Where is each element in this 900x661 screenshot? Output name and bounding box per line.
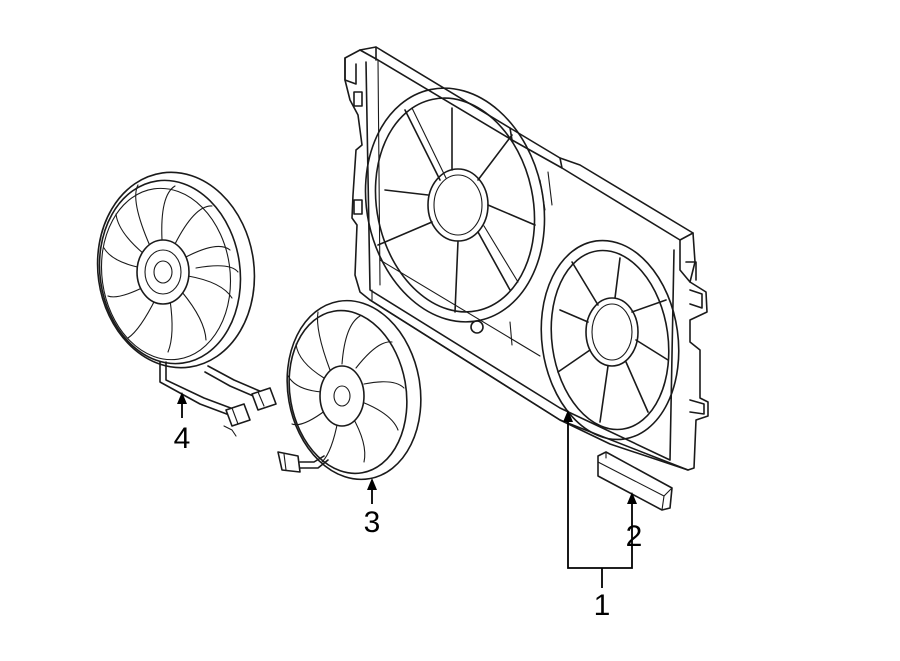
callout-2: 2 [626, 520, 643, 553]
fan-assembly-large [96, 171, 277, 437]
callout-4: 4 [174, 422, 191, 455]
callout-1: 1 [594, 589, 611, 622]
callout-leaders [177, 392, 637, 588]
callout-3: 3 [364, 506, 381, 539]
seal-strip [597, 451, 673, 511]
fan-shroud [344, 46, 709, 471]
fan-assembly-small [277, 299, 422, 481]
